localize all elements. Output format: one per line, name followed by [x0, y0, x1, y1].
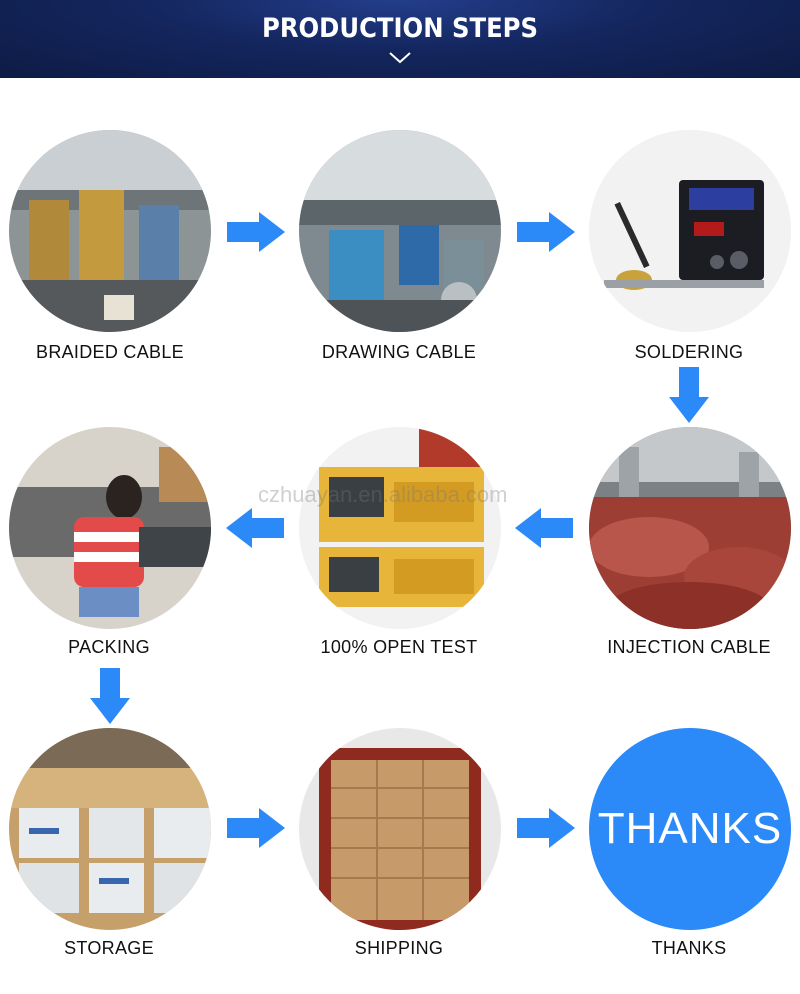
step-label-thanks: THANKS: [559, 938, 800, 959]
soldering-photo: [589, 130, 791, 332]
step-label-open-test: 100% OPEN TEST: [269, 637, 529, 658]
arrow-right-icon: [227, 808, 287, 848]
drawing-cable-photo: [299, 130, 501, 332]
storage-photo: [9, 728, 211, 930]
arrow-left-icon: [224, 508, 284, 548]
watermark: czhuayan.en.alibaba.com: [258, 482, 508, 508]
injection-cable-photo: [589, 427, 791, 629]
open-test-photo: [299, 427, 501, 629]
arrow-left-icon: [513, 508, 573, 548]
step-label-braided-cable: BRAIDED CABLE: [0, 342, 240, 363]
page-title: PRODUCTION STEPS: [40, 13, 760, 44]
step-label-storage: STORAGE: [0, 938, 239, 959]
arrow-down-icon: [669, 367, 709, 425]
thanks-circle: THANKS: [589, 728, 791, 930]
step-label-soldering: SOLDERING: [559, 342, 800, 363]
arrow-down-icon: [90, 668, 130, 726]
step-label-packing: PACKING: [0, 637, 239, 658]
header-banner: PRODUCTION STEPS: [0, 0, 800, 78]
braided-cable-photo: [9, 130, 211, 332]
arrow-right-icon: [227, 212, 287, 252]
arrow-right-icon: [517, 808, 577, 848]
thanks-circle-text: THANKS: [598, 804, 782, 854]
step-label-injection-cable: INJECTION CABLE: [559, 637, 800, 658]
arrow-right-icon: [517, 212, 577, 252]
chevron-down-icon: [389, 52, 411, 64]
packing-photo: [9, 427, 211, 629]
step-label-shipping: SHIPPING: [269, 938, 529, 959]
step-label-drawing-cable: DRAWING CABLE: [269, 342, 529, 363]
shipping-photo: [299, 728, 501, 930]
